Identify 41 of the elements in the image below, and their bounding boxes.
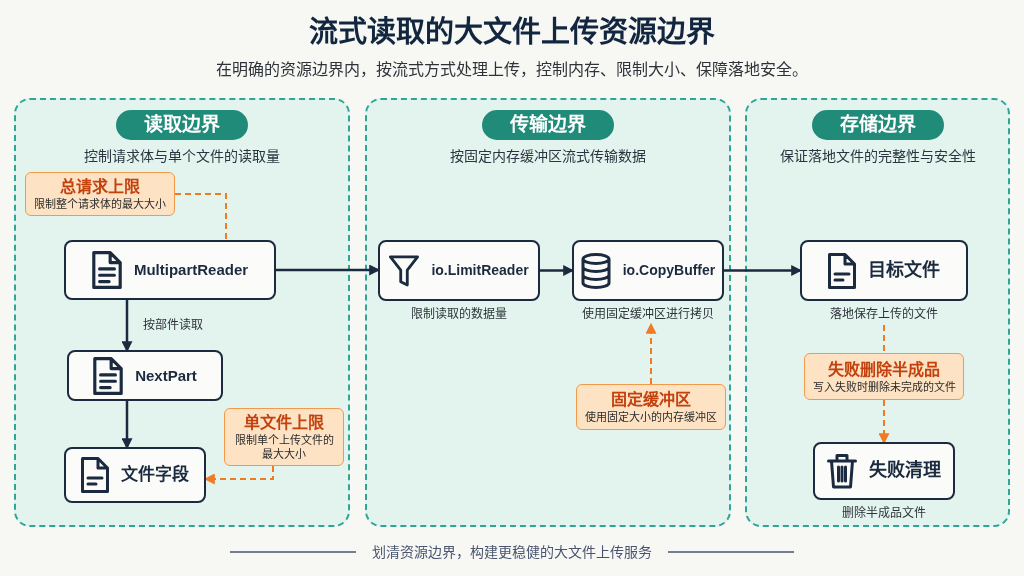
node-label: io.CopyBuffer — [622, 262, 716, 279]
arrow — [121, 401, 133, 450]
section-subtitle: 按固定内存缓冲区流式传输数据 — [450, 147, 646, 165]
node-label: io.LimitReader — [431, 262, 529, 279]
section-title: 读取边界 — [116, 110, 248, 140]
node-caption: 删除半成品文件 — [842, 506, 926, 521]
callout-text: 写入失败时删除未完成的文件 — [812, 379, 956, 394]
callout-title: 总请求上限 — [60, 177, 140, 197]
dashed-line — [174, 193, 227, 241]
dashed-arrow — [878, 399, 890, 445]
node-label: 失败清理 — [869, 460, 941, 482]
node-label: NextPart — [135, 366, 197, 385]
boundary-panel — [14, 98, 350, 527]
section-title: 存储边界 — [811, 110, 944, 140]
section-subtitle: 保证落地文件的完整性与安全性 — [779, 147, 976, 165]
callout-box — [576, 384, 726, 430]
dashed-line — [883, 324, 885, 354]
arrow — [121, 300, 133, 353]
dashed-arrow — [645, 322, 657, 385]
node-label: 文件字段 — [121, 464, 189, 486]
page-title: 流式读取的大文件上传资源边界 — [309, 15, 715, 50]
callout-text: 限制单个上传文件的最大大小 — [233, 433, 335, 461]
section-subtitle: 控制请求体与单个文件的读取量 — [84, 147, 280, 165]
footer-caption: 划清资源边界，构建更稳健的大文件上传服务 — [372, 543, 652, 562]
callout-title: 单文件上限 — [244, 413, 324, 433]
page-subtitle: 在明确的资源边界内，按流式方式处理上传，控制内存、限制大小、保障落地安全。 — [216, 60, 808, 80]
callout-text: 限制整个请求体的最大大小 — [34, 197, 166, 211]
node-caption: 使用固定缓冲区进行拷贝 — [582, 307, 714, 322]
callout-box — [224, 408, 344, 466]
section-title: 传输边界 — [482, 110, 614, 140]
callout-box — [804, 353, 964, 400]
node-label: 目标文件 — [868, 259, 940, 282]
node-caption: 限制读取的数据量 — [411, 307, 507, 322]
callout-box — [25, 172, 175, 216]
callout-title: 固定缓冲区 — [611, 390, 691, 410]
node-label: MultipartReader — [133, 261, 249, 279]
boundary-panel — [745, 98, 1010, 527]
callout-text: 使用固定大小的内存缓冲区 — [585, 410, 717, 424]
callout-title: 失败删除半成品 — [828, 359, 940, 380]
boundary-panel — [365, 98, 731, 527]
node-caption: 落地保存上传的文件 — [830, 307, 938, 322]
